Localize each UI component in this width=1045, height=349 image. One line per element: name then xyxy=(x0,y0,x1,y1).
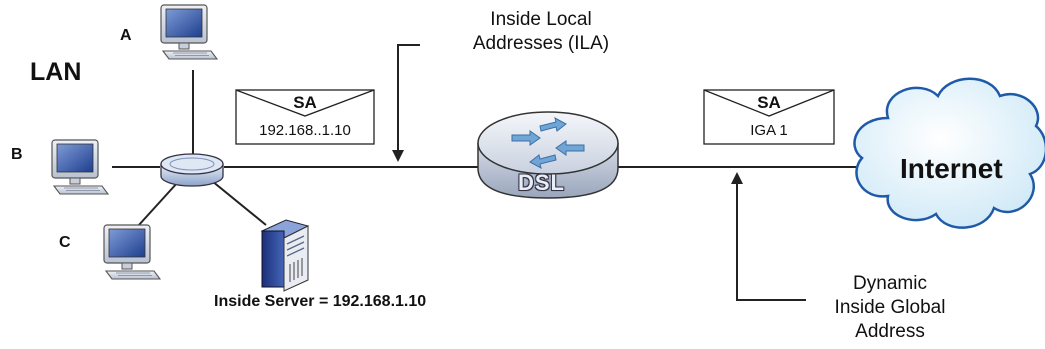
link-c-hub xyxy=(137,181,179,227)
envelope-2-address: IGA 1 xyxy=(750,122,788,139)
server-label: Inside Server = 192.168.1.10 xyxy=(214,293,427,310)
envelope-icon xyxy=(235,89,375,145)
envelope-2-header: SA xyxy=(757,93,781,112)
dsl-router-icon xyxy=(477,111,619,199)
computer-icon xyxy=(103,224,161,280)
dynamic-iga-line1: Dynamic xyxy=(853,273,927,294)
router-label: DSL xyxy=(518,170,565,195)
host-b-label: B xyxy=(11,146,23,163)
lan-label: LAN xyxy=(30,58,82,86)
envelope-icon xyxy=(703,89,835,145)
dynamic-iga-line3: Address xyxy=(855,321,925,342)
computer-icon xyxy=(160,4,218,60)
ila-label-line2: Addresses (ILA) xyxy=(472,33,610,54)
envelope-2-content: SA IGA 1 xyxy=(704,93,834,141)
internet-label: Internet xyxy=(900,153,1003,184)
computer-icon xyxy=(51,139,109,195)
iga-pointer-arrow xyxy=(731,172,806,301)
ila-label-line1: Inside Local xyxy=(490,9,592,30)
server-icon xyxy=(260,219,310,292)
link-server-hub xyxy=(211,180,267,226)
ila-label: Inside Local Addresses (ILA) xyxy=(436,8,646,56)
dynamic-iga-line2: Inside Global xyxy=(834,297,946,318)
envelope-1-address: 192.168..1.10 xyxy=(259,122,351,139)
host-c-label: C xyxy=(59,234,71,251)
hub-icon xyxy=(160,153,224,187)
internet-cloud-icon xyxy=(853,77,1045,229)
host-a-label: A xyxy=(120,27,132,44)
envelope-1-content: SA 192.168..1.10 xyxy=(236,93,374,141)
dynamic-iga-label: Dynamic Inside Global Address xyxy=(800,272,980,344)
envelope-1-header: SA xyxy=(293,93,317,112)
ila-pointer-arrow xyxy=(392,44,420,162)
